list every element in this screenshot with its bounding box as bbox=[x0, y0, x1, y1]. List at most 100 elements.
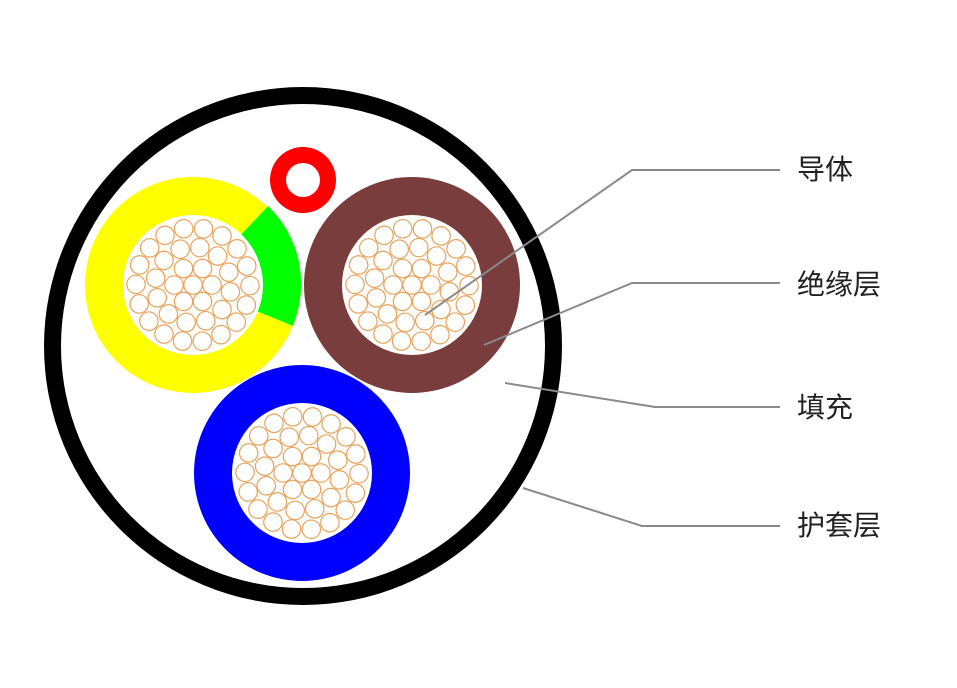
conductor-strand bbox=[212, 299, 232, 320]
conductor-strand bbox=[335, 500, 356, 520]
conductor-strand bbox=[196, 310, 216, 331]
conductor-strand bbox=[327, 450, 348, 470]
conductor-strand bbox=[391, 331, 412, 351]
conductor-strand bbox=[292, 463, 312, 483]
conductor-strand bbox=[348, 294, 369, 314]
leader-line-conductor bbox=[424, 169, 780, 316]
conductor-strand bbox=[154, 250, 174, 271]
conductor-strand bbox=[426, 246, 447, 266]
conductor-strand bbox=[139, 311, 159, 331]
conductor-strand bbox=[321, 414, 341, 434]
conductor-strand bbox=[170, 239, 190, 260]
conductor-strand bbox=[299, 425, 319, 446]
conductor-strand bbox=[236, 256, 257, 276]
conductor-strand bbox=[383, 275, 403, 295]
conductor-strand bbox=[411, 291, 432, 312]
conductor-strand bbox=[366, 288, 387, 308]
conductor-strand bbox=[358, 311, 378, 331]
conductor-strand bbox=[301, 479, 322, 500]
conductor-strand bbox=[305, 498, 325, 519]
conductor-strand bbox=[437, 262, 458, 282]
label-filler: 填充 bbox=[797, 391, 854, 424]
conductor-strand bbox=[282, 446, 303, 467]
conductor-strand bbox=[173, 218, 194, 239]
conductor-strand bbox=[212, 226, 232, 246]
conductor-strand bbox=[409, 237, 429, 258]
conductor-strand bbox=[264, 413, 284, 434]
conductor-strand bbox=[207, 246, 228, 266]
conductor-strand bbox=[373, 250, 393, 271]
small-red-ring-hole bbox=[286, 163, 320, 197]
label-insulation: 绝缘层 bbox=[797, 268, 882, 301]
conductor-strand bbox=[421, 275, 441, 295]
conductor-strand bbox=[321, 487, 341, 508]
leader-line-insulation bbox=[483, 282, 780, 346]
conductor-strand bbox=[430, 324, 450, 345]
conductor-strand bbox=[126, 274, 146, 295]
conductor-strand bbox=[320, 512, 340, 533]
conductor-strand bbox=[411, 258, 432, 279]
conductor-strand bbox=[238, 482, 259, 502]
conductor-strand bbox=[139, 238, 160, 258]
conductor-strand bbox=[281, 519, 302, 539]
conductor-strand bbox=[279, 427, 299, 448]
yellow-green-core bbox=[85, 177, 302, 393]
conductor-strand bbox=[155, 225, 175, 246]
conductor-strand bbox=[431, 226, 451, 246]
conductor-strand bbox=[345, 444, 366, 464]
conductor-strand bbox=[395, 312, 415, 333]
conductor-strand bbox=[349, 463, 369, 484]
conductor-strand bbox=[254, 456, 275, 476]
label-sheath: 护套层 bbox=[797, 509, 882, 542]
conductor-strand bbox=[336, 427, 356, 447]
conductor-strand bbox=[240, 275, 260, 296]
conductor-strand bbox=[176, 312, 196, 333]
leader-line-filler bbox=[504, 382, 780, 408]
conductor-strand bbox=[285, 500, 305, 521]
conductor-strand bbox=[172, 331, 193, 351]
conductor-strand bbox=[311, 463, 331, 483]
conductor-strand bbox=[158, 304, 179, 324]
conductor-strand bbox=[273, 463, 293, 483]
conductor-strand bbox=[193, 219, 214, 239]
conductor-strand bbox=[164, 275, 184, 295]
conductor-strand bbox=[190, 237, 210, 258]
conductor-strand bbox=[412, 219, 433, 239]
conductor-strand bbox=[211, 324, 231, 345]
conductor-strand bbox=[455, 256, 476, 276]
conductor-strand bbox=[316, 434, 337, 454]
conductor-strand bbox=[202, 275, 222, 295]
conductor-strand bbox=[345, 483, 366, 503]
conductor-strand bbox=[129, 255, 150, 275]
conductor-strand bbox=[374, 225, 394, 246]
conductor-strand bbox=[248, 426, 269, 446]
conductor-strand bbox=[389, 239, 409, 260]
conductor-strand bbox=[263, 438, 283, 459]
conductor-strand bbox=[248, 499, 268, 519]
conductor-strand bbox=[129, 294, 150, 314]
conductor-strand bbox=[227, 239, 247, 259]
conductor-strand bbox=[235, 462, 255, 483]
conductor-strand bbox=[415, 310, 435, 331]
conductor-strand bbox=[302, 407, 323, 427]
conductor-strand bbox=[282, 406, 303, 427]
leader-line-sheath bbox=[522, 487, 780, 527]
label-conductor: 导体 bbox=[797, 153, 854, 186]
conductor-strand bbox=[358, 238, 379, 258]
conductor-strand bbox=[145, 268, 166, 288]
conductor-strand bbox=[192, 291, 213, 312]
blue-core bbox=[194, 365, 410, 581]
conductor-strand bbox=[411, 331, 432, 352]
conductor-strand bbox=[183, 275, 203, 295]
conductor-strand bbox=[329, 470, 350, 490]
conductor-strand bbox=[445, 312, 466, 332]
conductor-strand bbox=[192, 331, 213, 352]
conductor-strand bbox=[392, 291, 413, 312]
conductor-strand bbox=[154, 324, 174, 344]
conductor-strand bbox=[402, 275, 422, 295]
conductor-strand bbox=[173, 291, 194, 312]
conductor-strand bbox=[218, 262, 239, 282]
conductor-strand bbox=[446, 239, 466, 259]
conductor-strand bbox=[220, 282, 241, 302]
